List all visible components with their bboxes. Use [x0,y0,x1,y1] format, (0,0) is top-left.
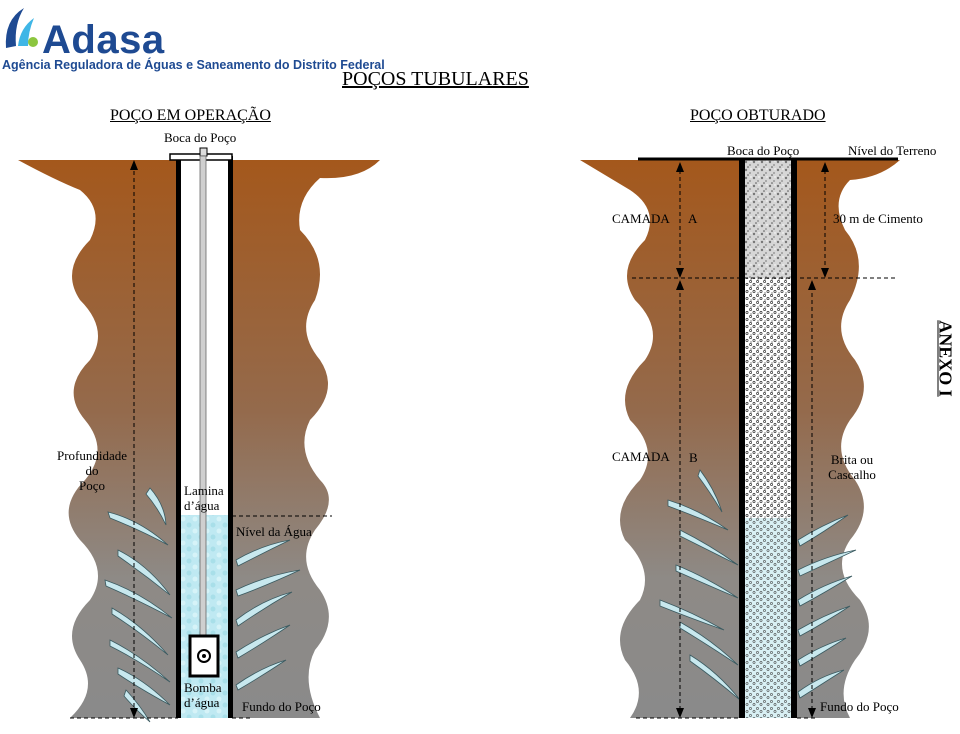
gravel-label-line2: Cascalho [828,467,876,482]
layer-b-label: CAMADA [612,449,670,464]
depth-label-line2: do [85,463,99,478]
layer-a-letter: A [688,211,698,226]
water-column-line2: d’água [184,498,220,513]
right-arrowheads [676,162,829,718]
cement-label: 30 m de Cimento [833,211,923,226]
right-well-title: POÇO OBTURADO [690,107,826,124]
left-well-casing [169,147,233,718]
depth-label-line3: Poço [79,478,105,493]
depth-label: Profundidade do Poço [40,448,144,493]
left-fractures [104,487,301,723]
logo-subtitle: Agência Reguladora de Águas e Saneamento… [2,58,385,72]
right-fractures [659,469,857,701]
arrowhead [130,708,138,718]
right-wellhead-label: Boca do Poço [727,143,800,158]
page-title: POÇOS TUBULARES [342,68,529,90]
right-dimension-lines [632,170,898,719]
pump-label-line1: Bomba [184,680,222,695]
right-bottom-label: Fundo do Poço [820,699,899,714]
layer-a-label: CAMADA [612,211,670,226]
pump-label-line2: d’água [184,695,220,710]
water-column-label: Lamina d’água [184,483,224,513]
left-bottom-label: Fundo do Poço [242,699,321,714]
annex-text: ANEXO I [935,320,956,397]
water-level-label: Nível da Água [236,524,312,539]
left-well-title: POÇO EM OPERAÇÃO [110,107,271,124]
depth-label-line1: Profundidade [56,448,128,463]
annex-label: ANEXO I [930,320,960,404]
left-wellhead-label: Boca do Poço [164,130,237,145]
layer-b-letter: B [689,450,698,465]
water-column-line1: Lamina [184,483,224,498]
adasa-logo-icon [5,8,38,48]
pump-icon [188,634,220,678]
gravel-label-line1: Brita ou [830,452,874,467]
arrowhead [130,160,138,170]
right-well-fill [638,157,898,718]
ground-level-label: Nível do Terreno [848,143,937,158]
pump-label: Bomba d’água [184,680,222,710]
gravel-label: Brita ou Cascalho [812,452,892,482]
logo-name: Adasa [42,18,165,62]
